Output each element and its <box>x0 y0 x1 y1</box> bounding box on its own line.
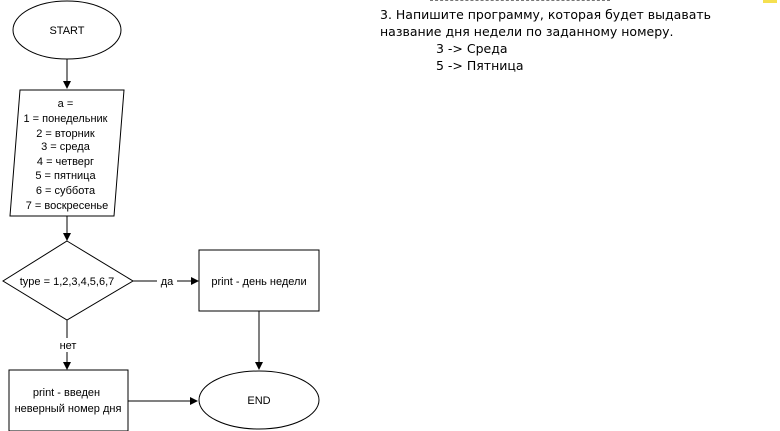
assign-line-2: 2 = вторник <box>36 128 95 140</box>
end-label: END <box>247 395 270 407</box>
example-0: 3 -> Среда <box>436 41 508 56</box>
assign-line-3: 3 = среда <box>41 141 91 153</box>
assign-line-0: a = <box>58 98 74 110</box>
print-error-text: print - введен неверный номер дня <box>15 387 122 415</box>
yes-label: да <box>161 276 174 288</box>
print-day-node: print - день недели <box>198 249 320 312</box>
assign-line-5: 5 = пятница <box>35 170 96 182</box>
yes-label-bg <box>157 274 177 288</box>
start-node: START <box>12 0 122 60</box>
no-label-bg <box>55 338 81 352</box>
highlight-mark <box>763 0 777 3</box>
assign-line-7: 7 = воскресенье <box>26 200 109 212</box>
task-line-0: 3. Напишите программу, которая будет выд… <box>380 7 712 22</box>
print-error-line-0: print - введен <box>33 387 100 399</box>
start-label: START <box>49 25 84 37</box>
example-1: 5 -> Пятница <box>436 58 524 73</box>
assign-line-1: 1 = понедельник <box>23 113 107 125</box>
decision-node: type = 1,2,3,4,5,6,7 <box>2 240 134 321</box>
print-error-node: print - введен неверный номер дня <box>8 369 129 431</box>
assign-days-text: a = 1 = понедельник 2 = вторник 3 = сред… <box>23 98 110 212</box>
print-day-label: print - день недели <box>211 276 306 288</box>
end-node: END <box>198 370 320 430</box>
assign-days-node: a = 1 = понедельник 2 = вторник 3 = сред… <box>9 89 125 217</box>
assign-line-6: 6 = суббота <box>36 185 96 197</box>
task-line-1: название дня недели по заданному номеру. <box>380 24 674 39</box>
assign-line-4: 4 = четверг <box>37 156 94 168</box>
print-error-line-1: неверный номер дня <box>15 403 122 415</box>
cropped-text-edge <box>430 0 610 2</box>
task-text: 3. Напишите программу, которая будет выд… <box>380 6 780 40</box>
task-description: 3. Напишите программу, которая будет выд… <box>380 0 780 74</box>
no-label: нет <box>60 340 77 352</box>
decision-label: type = 1,2,3,4,5,6,7 <box>20 276 115 288</box>
